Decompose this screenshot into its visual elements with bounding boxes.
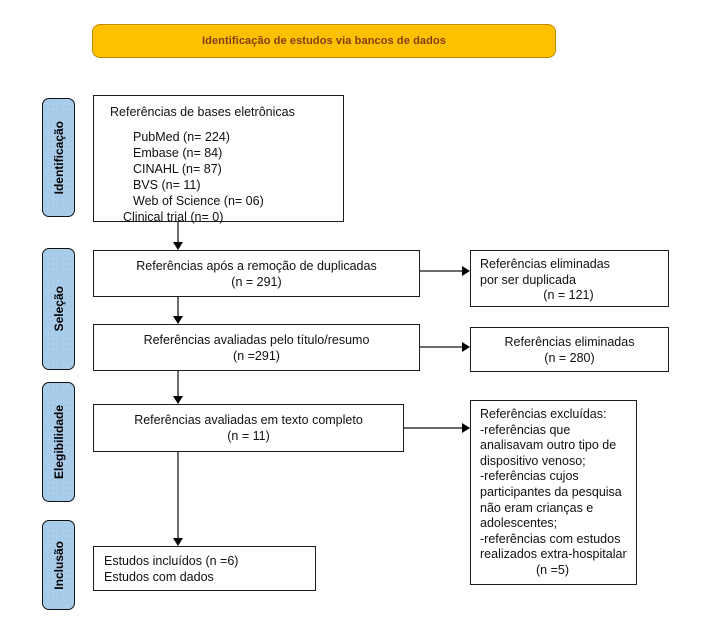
arrowhead-box4-to-box5	[173, 538, 183, 546]
excluded-line-3: dispositivo venoso;	[480, 453, 586, 468]
excluded-line-1: -referências que	[480, 422, 571, 437]
excluded-line-8: -referências com estudos	[480, 531, 621, 546]
arrow-line-box3-to-box4	[177, 371, 179, 396]
box-full-text-count: (n = 11)	[227, 429, 270, 443]
box-excluded-reasons: Referências excluídas: -referências que …	[470, 400, 637, 585]
box-after-duplicate-removal: Referências após a remoção de duplicadas…	[93, 250, 420, 297]
box-title-abstract-count: (n =291)	[233, 348, 280, 363]
arrowhead-box2-to-duplicates	[462, 266, 470, 276]
box-full-text-line1: Referências avaliadas em texto completo	[134, 413, 363, 427]
banner-label: Identificação de estudos via bancos de d…	[201, 35, 447, 47]
arrow-line-box2-to-box3	[177, 297, 179, 316]
arrowhead-box1-to-box2	[173, 242, 183, 250]
stage-eligibility: Elegibilidade	[42, 382, 75, 502]
box-after-duplicate-removal-line1: Referências após a remoção de duplicadas	[136, 258, 377, 273]
box-full-text-assessment: Referências avaliadas em texto completo …	[93, 404, 404, 452]
arrowhead-box2-to-box3	[173, 316, 183, 324]
database-list: PubMed (n= 224) Embase (n= 84) CINAHL (n…	[94, 120, 343, 225]
arrowhead-box3-to-eliminated	[462, 342, 470, 352]
box-included-studies: Estudos incluídos (n =6) Estudos com dad…	[93, 546, 316, 591]
db-cinahl: CINAHL (n= 87)	[133, 162, 222, 176]
box-included-line1: Estudos incluídos (n =6)	[104, 553, 239, 568]
db-clinical-trial: Clinical trial (n= 0)	[123, 210, 224, 224]
box-title-abstract-screening: Referências avaliadas pelo título/resumo…	[93, 324, 420, 371]
excluded-line-6: não eram crianças e	[480, 500, 594, 515]
excluded-line-2: analisavam outro tipo de	[480, 438, 617, 453]
arrow-line-box1-to-box2	[177, 222, 179, 242]
excluded-line-5: participantes da pesquisa	[480, 484, 622, 499]
box-after-duplicate-removal-count: (n = 291)	[231, 274, 282, 289]
excluded-count: (n =5)	[535, 562, 569, 577]
box-removed-duplicates-line2: por ser duplicada	[480, 272, 576, 287]
excluded-line-4: -referências cujos	[480, 469, 579, 484]
stage-inclusion-label: Inclusão	[51, 540, 66, 590]
arrow-line-box2-to-duplicates	[420, 270, 462, 272]
arrow-line-box4-to-excluded	[404, 427, 462, 429]
stage-screening: Seleção	[42, 248, 75, 370]
stage-screening-label: Seleção	[51, 286, 66, 332]
box-removed-duplicates-count: (n = 121)	[543, 288, 594, 303]
box-electronic-databases-title: Referências de bases eletrônicas	[110, 105, 295, 119]
box-eliminated-line1: Referências eliminadas	[504, 334, 635, 349]
box-eliminated: Referências eliminadas (n = 280)	[470, 327, 669, 372]
arrow-line-box4-to-box5	[177, 452, 179, 538]
box-eliminated-count: (n = 280)	[544, 350, 595, 365]
excluded-line-7: adolescentes;	[480, 516, 558, 531]
box-removed-duplicates: Referências eliminadas por ser duplicada…	[470, 250, 669, 307]
arrowhead-box4-to-excluded	[462, 423, 470, 433]
banner-identification-via-databases: Identificação de estudos via bancos de d…	[92, 24, 556, 58]
box-removed-duplicates-line1: Referências eliminadas	[480, 257, 610, 271]
db-bvs: BVS (n= 11)	[133, 178, 201, 192]
db-web-of-science: Web of Science (n= 06)	[133, 194, 264, 208]
box-title-abstract-line1: Referências avaliadas pelo título/resumo	[143, 332, 370, 347]
stage-inclusion: Inclusão	[42, 520, 75, 610]
box-included-line2: Estudos com dados	[104, 569, 214, 584]
arrow-line-box3-to-eliminated	[420, 346, 462, 348]
arrowhead-box3-to-box4	[173, 396, 183, 404]
stage-identification-label: Identificação	[51, 120, 66, 195]
excluded-line-9: realizados extra-hospitalar	[480, 547, 627, 562]
db-pubmed: PubMed (n= 224)	[133, 130, 230, 144]
box-electronic-databases: Referências de bases eletrônicas PubMed …	[93, 95, 344, 225]
excluded-line-0: Referências excluídas:	[480, 407, 607, 421]
stage-eligibility-label: Elegibilidade	[51, 404, 66, 479]
stage-identification: Identificação	[42, 98, 75, 217]
db-embase: Embase (n= 84)	[133, 146, 223, 160]
